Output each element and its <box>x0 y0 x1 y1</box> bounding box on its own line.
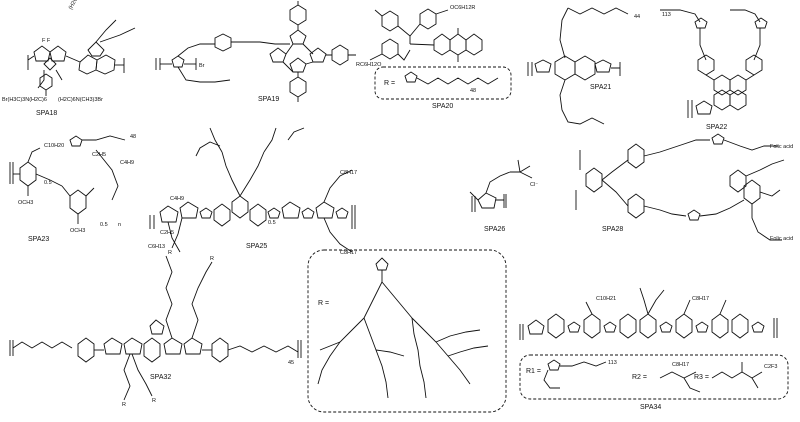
spa28-structure <box>575 133 785 241</box>
spa34-cf3-label: C2F3 <box>764 364 778 370</box>
spa32-r-equals: R = <box>318 300 330 307</box>
spa28-folic-acid-2: Folic acid <box>770 236 794 242</box>
spa20-rc6-label: RC6H12O <box>356 62 382 68</box>
spa34-r-definition-box <box>519 354 789 400</box>
spa18-substituent-left: Br(H3C)3N(H2C)6 <box>2 97 47 103</box>
spa34-r3-equals: R3 = <box>694 374 709 381</box>
spa32-r-lower-2: R <box>152 398 156 404</box>
spa25-structure <box>149 127 356 253</box>
spa20-r-group <box>404 71 499 85</box>
spa18-structure <box>27 19 136 96</box>
spa32-structure <box>9 255 302 401</box>
spa19-counterion: Br <box>199 63 205 69</box>
spa20-structure <box>369 8 483 62</box>
spa20-r-definition-box <box>374 66 512 100</box>
spa34-r-groups <box>543 359 763 393</box>
spa23-c10-label: C10H20 <box>44 143 65 149</box>
spa23-structure <box>9 135 126 224</box>
spa34-label: SPA34 <box>640 404 662 411</box>
spa23-repeat-count: 48 <box>130 134 137 140</box>
spa32-label: SPA32 <box>150 374 172 381</box>
spa34-repeat-count: 113 <box>608 360 617 366</box>
spa23-fraction-1: 0.5 <box>44 180 52 186</box>
spa32-r-lower-1: R <box>122 402 126 408</box>
spa25-ratio: 0.5 <box>268 220 276 226</box>
spa23-och3-1: OCH3 <box>18 200 34 206</box>
spa23-och3-2: OCH3 <box>70 228 86 234</box>
spa34-r1-equals: R1 = <box>526 368 541 375</box>
spa26-label: SPA26 <box>484 226 506 233</box>
spa23-n: n <box>118 222 122 228</box>
spa32-dendron <box>317 257 489 399</box>
spa34-r2-chain: C8H17 <box>672 362 690 368</box>
spa18-substituent-right: (H2C)6N(CH3)3Br <box>58 97 103 103</box>
spa21-structure <box>527 7 629 125</box>
spa32-repeat-count: 45 <box>288 360 295 366</box>
spa22-structure <box>660 9 768 118</box>
spa20-repeat-count: 48 <box>470 88 477 94</box>
spa22-repeat-count: 113 <box>662 12 671 18</box>
spa28-folic-acid-1: Folic acid <box>770 144 794 150</box>
spa25-label: SPA25 <box>246 243 268 250</box>
spa32-r-definition-box <box>307 249 507 413</box>
spa34-c10-label: C10H21 <box>596 296 617 302</box>
spa25-c2h5-label: C2H5 <box>160 230 175 236</box>
spa20-label: SPA20 <box>432 103 454 110</box>
spa21-label: SPA21 <box>590 84 612 91</box>
spa19-label: SPA19 <box>258 96 280 103</box>
spa34-structure <box>519 287 778 340</box>
spa25-c4h9-label: C4H9 <box>170 196 185 202</box>
spa19-structure <box>155 1 356 102</box>
spa25-c8h17-upper: C8H17 <box>340 170 358 176</box>
spa21-repeat-count: 44 <box>634 14 641 20</box>
spa28-label: SPA28 <box>602 226 624 233</box>
spa23-label: SPA23 <box>28 236 50 243</box>
spa18-bf2-label: F F <box>42 38 51 44</box>
spa23-fraction-2: 0.5 <box>100 222 108 228</box>
spa32-r-upper-1: R <box>168 250 172 256</box>
spa25-c8h17-lower: C8H17 <box>340 250 358 256</box>
spa32-r-upper-2: R <box>210 256 214 262</box>
spa20-r-equals: R = <box>384 80 396 87</box>
spa34-c8-label: C8H17 <box>692 296 710 302</box>
spa26-counterion: Cl⁻ <box>530 182 539 188</box>
spa23-c2h5-label: C2H5 <box>92 152 107 158</box>
spa34-r2-equals: R2 = <box>632 374 647 381</box>
spa18-label: SPA18 <box>36 110 58 117</box>
spa20-oc6-label: OC6H12R <box>450 5 476 11</box>
spa22-label: SPA22 <box>706 124 728 131</box>
spa26-structure <box>469 159 533 212</box>
spa25-c6h13-label: C6H13 <box>148 244 166 250</box>
spa23-c4h9-label: C4H9 <box>120 160 135 166</box>
